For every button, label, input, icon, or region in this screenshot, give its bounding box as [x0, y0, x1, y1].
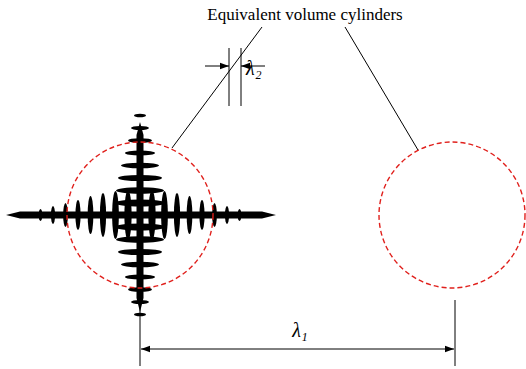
leader-line [172, 27, 262, 148]
extension-line [140, 300, 141, 366]
extension-line [455, 300, 456, 366]
primary-arm [6, 212, 140, 219]
extension-line [241, 48, 242, 106]
callout-label: Equivalent volume cylinders [207, 6, 402, 23]
secondary-arm [118, 249, 162, 255]
secondary-arm [39, 209, 43, 221]
secondary-arm [115, 199, 165, 206]
dimension-arrow [205, 66, 229, 67]
secondary-arm [131, 126, 149, 130]
secondary-arm [121, 163, 159, 169]
secondary-arm [199, 200, 204, 230]
secondary-arm [238, 209, 242, 221]
secondary-arm [121, 262, 159, 268]
extension-line [229, 48, 230, 106]
secondary-arm [148, 190, 155, 240]
secondary-arm [161, 191, 168, 239]
dimension-label: λ₁ [292, 320, 308, 340]
primary-arm [140, 212, 276, 219]
secondary-arm [128, 138, 152, 143]
dendrite-arms [6, 114, 276, 317]
secondary-arm [116, 236, 164, 243]
secondary-arm [125, 150, 155, 155]
secondary-arm [118, 175, 162, 181]
secondary-arm [112, 191, 119, 239]
secondary-arm [125, 274, 155, 279]
secondary-arm [134, 114, 146, 118]
secondary-arm [88, 196, 94, 234]
equivalent-cylinder [379, 142, 525, 288]
dimension-label: λ₂ [246, 58, 262, 78]
dimension-arrow [141, 349, 454, 350]
secondary-arm [225, 206, 229, 224]
secondary-arm [51, 206, 55, 224]
equivalent-cylinder [67, 142, 213, 288]
secondary-arm [115, 223, 165, 230]
secondary-arm [116, 187, 164, 194]
secondary-arm [75, 200, 80, 230]
secondary-arm [174, 193, 180, 237]
secondary-arm [124, 190, 131, 240]
secondary-arm [187, 196, 193, 234]
leader-line [345, 27, 418, 150]
secondary-arm [100, 193, 106, 237]
